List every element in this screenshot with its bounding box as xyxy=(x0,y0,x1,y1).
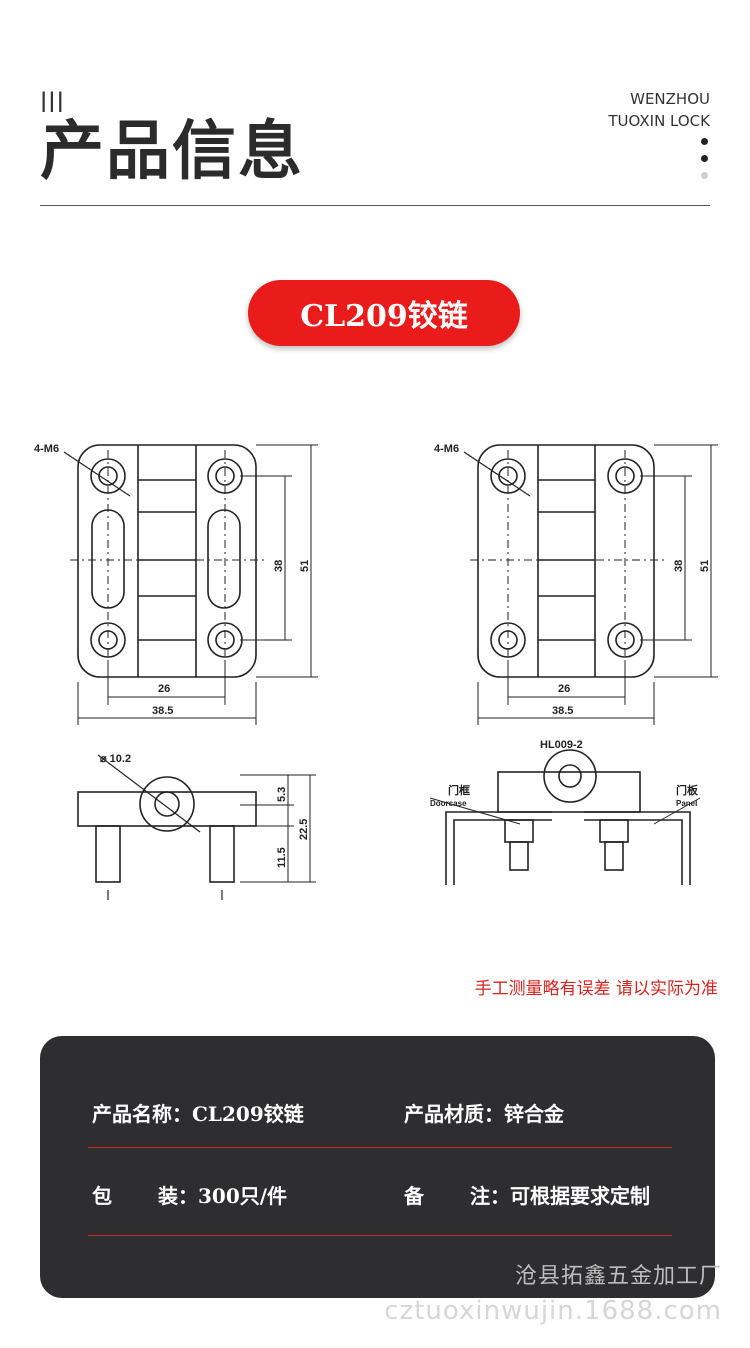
spec-divider xyxy=(88,1235,672,1236)
spec-remark-value: 可根据要求定制 xyxy=(510,1184,650,1208)
dots-decoration xyxy=(701,138,709,189)
factory-name: 沧县拓鑫五金加工厂 xyxy=(514,1264,722,1289)
right-dim-51: 51 xyxy=(699,560,711,572)
spec-panel xyxy=(40,1036,715,1298)
spec-material-label: 产品材质： xyxy=(404,1102,504,1126)
model-label: CL209铰链 xyxy=(300,299,468,334)
spec-divider xyxy=(88,1147,672,1148)
spec-remark-label-1: 备 xyxy=(404,1184,424,1208)
spec-pack-label-2: 装： xyxy=(158,1184,198,1208)
page-title: 产品信息 xyxy=(40,115,304,189)
spec-name: 产品名称：CL209铰链 xyxy=(92,1098,304,1127)
spec-pack: 包 装：300只/件 xyxy=(92,1180,287,1209)
spec-remark: 备 注：可根据要求定制 xyxy=(404,1180,650,1209)
dot xyxy=(701,172,708,179)
dot xyxy=(701,138,708,145)
technical-drawing: 4-M6 26 38.5 38 51 ⌀ 10.2 5.3 11.5 22.5 … xyxy=(34,443,718,900)
spec-remark-label-2: 注： xyxy=(470,1184,510,1208)
store-watermark: cztuoxinwujin.1688.com xyxy=(384,1296,722,1326)
section-mark: ||| xyxy=(40,88,65,112)
spec-pack-label-1: 包 xyxy=(92,1184,112,1208)
panel-en: Panel xyxy=(676,799,697,808)
right-side-view xyxy=(429,749,701,885)
doorcase-en: Doorcase xyxy=(430,799,467,808)
left-hole-label: 4-M6 xyxy=(34,443,59,455)
spec-pack-value: 300只/件 xyxy=(198,1184,288,1208)
dot xyxy=(701,155,708,162)
left-dim-53: 5.3 xyxy=(276,787,288,802)
left-dim-385: 38.5 xyxy=(152,705,173,717)
spec-name-label: 产品名称： xyxy=(92,1102,192,1126)
left-dia-label: ⌀ 10.2 xyxy=(100,753,131,765)
left-side-view xyxy=(77,754,316,900)
header-divider xyxy=(40,205,710,206)
right-dim-385: 38.5 xyxy=(552,705,573,717)
left-dim-26: 26 xyxy=(158,683,170,695)
spec-name-value: CL209铰链 xyxy=(192,1102,304,1126)
left-dim-115: 11.5 xyxy=(276,847,288,868)
model-badge: CL209铰链 xyxy=(248,280,520,346)
left-front-view xyxy=(63,444,318,725)
spec-material: 产品材质：锌合金 xyxy=(404,1098,564,1127)
left-dim-225: 22.5 xyxy=(298,819,310,840)
measurement-note: 手工测量略有误差 请以实际为准 xyxy=(474,979,718,999)
right-dim-26: 26 xyxy=(558,683,570,695)
right-front-view xyxy=(463,444,718,725)
right-model-code: HL009-2 xyxy=(540,739,583,751)
brand-name: WENZHOU TUOXIN LOCK xyxy=(608,88,710,132)
brand-line-1: WENZHOU xyxy=(630,90,710,108)
right-dim-38: 38 xyxy=(673,560,685,572)
left-dim-38: 38 xyxy=(273,560,285,572)
right-hole-label: 4-M6 xyxy=(434,443,459,455)
brand-line-2: TUOXIN LOCK xyxy=(608,112,710,130)
spec-material-value: 锌合金 xyxy=(504,1102,564,1126)
panel-cn: 门板 xyxy=(676,783,699,797)
doorcase-cn: 门框 xyxy=(448,783,470,797)
left-dim-51: 51 xyxy=(299,560,311,572)
